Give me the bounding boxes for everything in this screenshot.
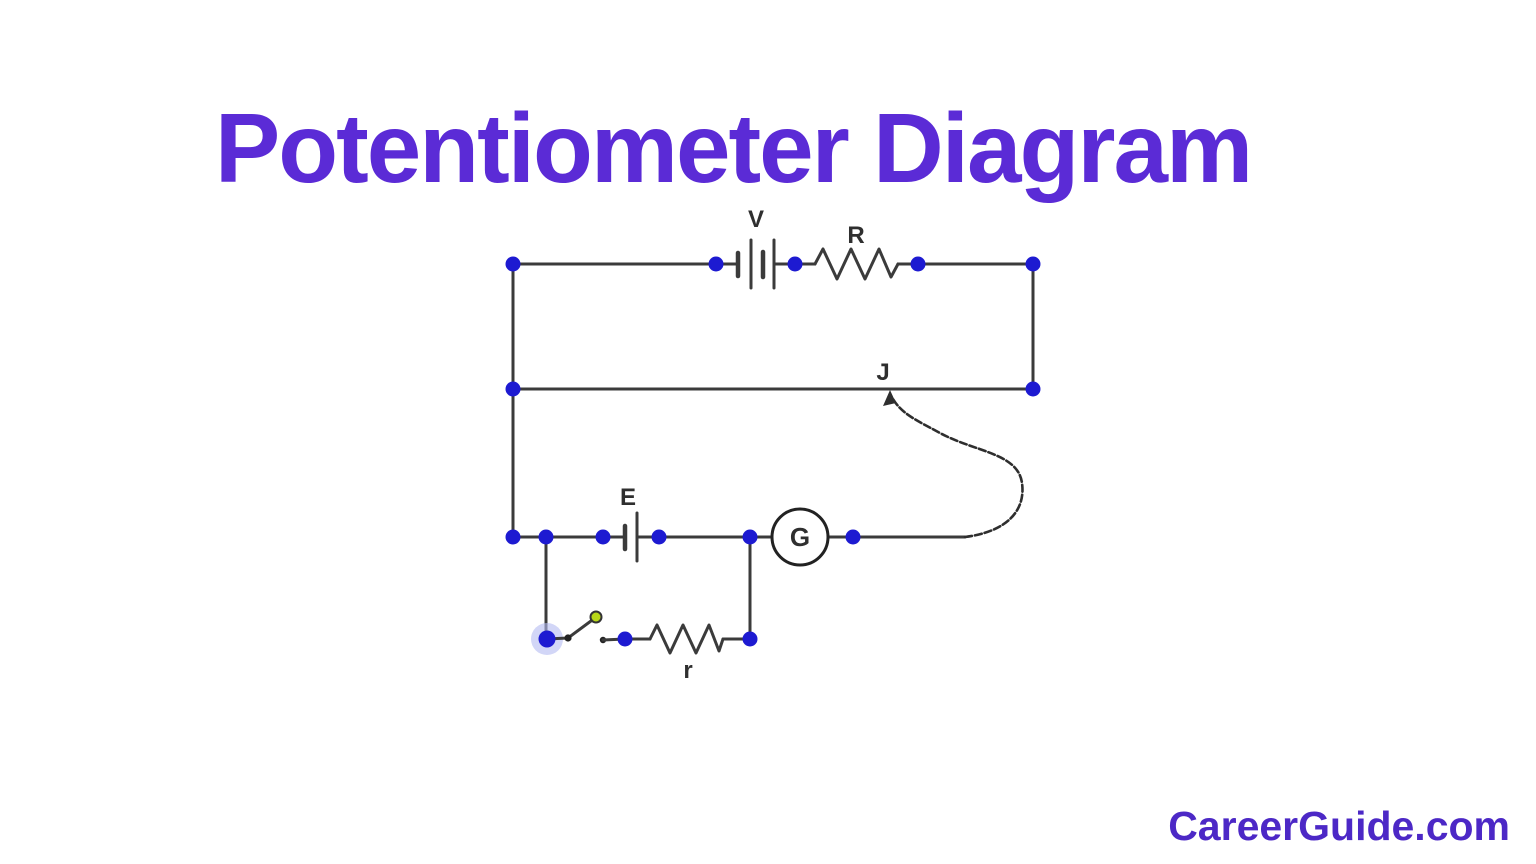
- driver-battery-symbol: [735, 238, 776, 290]
- driver-battery-label: V: [748, 206, 764, 233]
- junction-node: [617, 631, 633, 647]
- junction-node: [1025, 256, 1041, 272]
- junction-node: [505, 529, 521, 545]
- switch-terminal-node: [538, 630, 556, 648]
- series-resistance-label: R: [847, 222, 864, 249]
- series-resistor-symbol: [813, 247, 900, 281]
- component-labels: V R J E r: [620, 206, 890, 684]
- jockey-arrowhead-icon: [883, 390, 896, 406]
- switch-pivot-dot: [564, 634, 572, 642]
- test-cell-label: E: [620, 484, 636, 511]
- junction-node: [910, 256, 926, 272]
- junction-node: [505, 381, 521, 397]
- test-cell-symbol: [622, 511, 639, 563]
- jockey-curve: [891, 397, 1024, 539]
- junction-node: [651, 529, 667, 545]
- junction-node: [505, 256, 521, 272]
- galvanometer-label: G: [790, 522, 810, 552]
- junction-node: [595, 529, 611, 545]
- jockey-lead: [883, 390, 1024, 539]
- junction-nodes: [505, 256, 1041, 648]
- junction-node: [538, 529, 554, 545]
- junction-node: [742, 631, 758, 647]
- junction-node: [708, 256, 724, 272]
- switch-lever: [566, 616, 597, 640]
- brand-watermark: CareerGuide.com: [1168, 803, 1510, 849]
- jockey-label: J: [876, 359, 889, 386]
- page-title: Potentiometer Diagram: [214, 92, 1253, 203]
- galvanometer-symbol: G: [770, 507, 830, 567]
- junction-node: [742, 529, 758, 545]
- junction-node: [1025, 381, 1041, 397]
- frame-wires: [511, 262, 1035, 641]
- junction-node: [845, 529, 861, 545]
- switch-knob-icon: [589, 610, 603, 624]
- junction-node: [787, 256, 803, 272]
- protective-resistor-symbol: [623, 623, 752, 655]
- protective-resistance-label: r: [683, 657, 692, 684]
